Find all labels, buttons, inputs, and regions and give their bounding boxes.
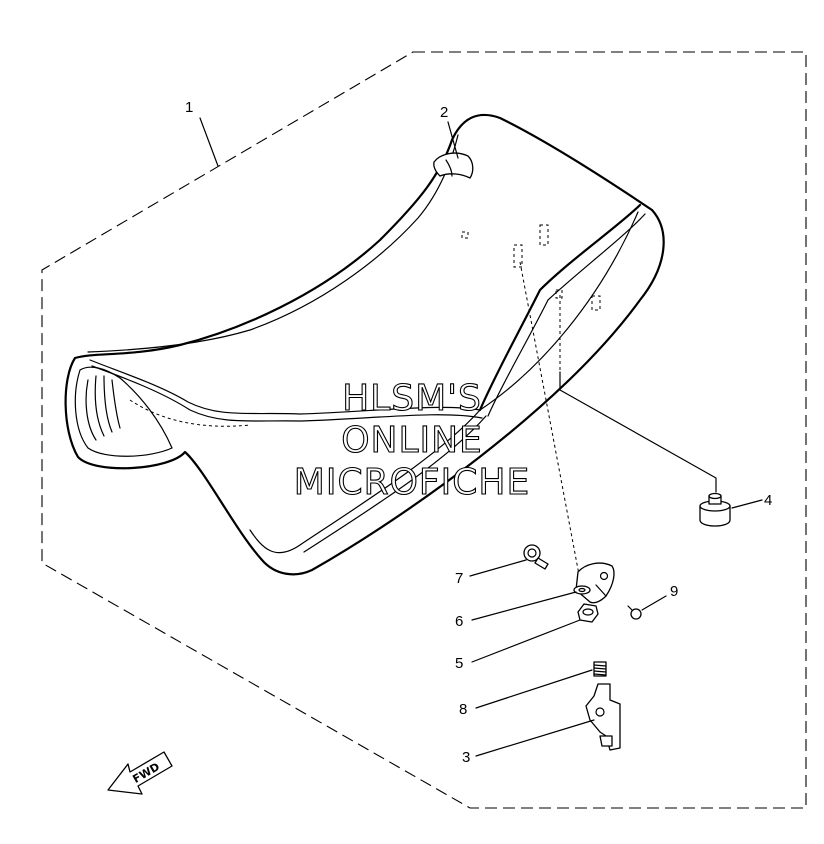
seat-hook-bracket	[575, 562, 615, 604]
seat-strap	[433, 152, 474, 179]
assembly-boundary	[41, 51, 807, 809]
callout-2: 2	[440, 104, 448, 121]
callout-7: 7	[455, 570, 463, 587]
watermark-line-1: HLSM'S	[342, 378, 482, 419]
callout-leaders	[199, 117, 763, 757]
watermark-line-2: ONLINE	[341, 420, 483, 461]
bolt	[523, 544, 549, 570]
clip	[627, 605, 642, 620]
spring	[593, 661, 607, 677]
watermark: HLSM'S ONLINE MICROFICHE	[293, 377, 530, 503]
seat-damper	[699, 492, 731, 527]
washer	[573, 585, 591, 595]
callout-6: 6	[455, 613, 463, 630]
seat-lock	[585, 683, 621, 751]
nut	[577, 603, 599, 623]
seat	[64, 113, 665, 576]
watermark-line-3: MICROFICHE	[294, 462, 530, 503]
callout-1: 1	[185, 99, 193, 116]
callout-9: 9	[670, 583, 678, 600]
fwd-arrow-icon: FWD	[107, 751, 173, 795]
callout-5: 5	[455, 655, 463, 672]
hidden-leader-a	[519, 261, 581, 581]
callout-4: 4	[764, 492, 772, 509]
hidden-leader-c	[559, 371, 717, 493]
callout-3: 3	[462, 749, 470, 766]
callout-8: 8	[459, 701, 467, 718]
